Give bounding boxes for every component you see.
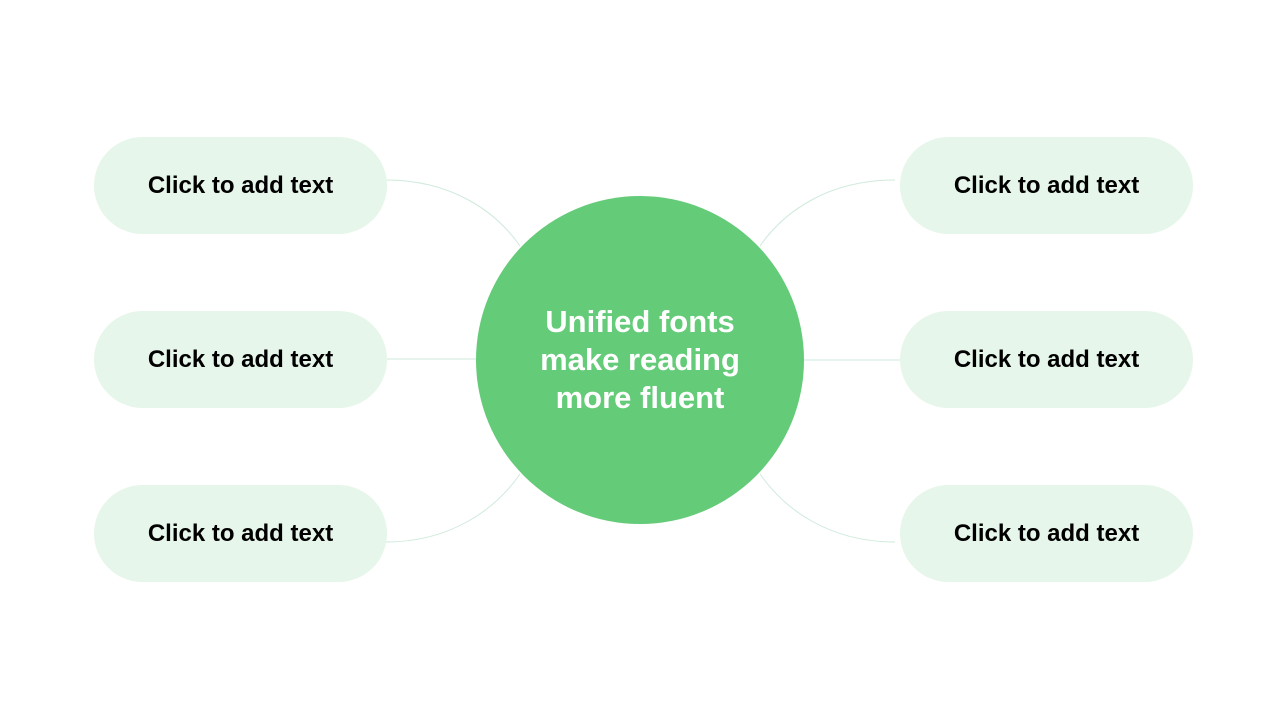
connector-left-bottom xyxy=(385,473,521,543)
right-text-box-2-label: Click to add text xyxy=(953,345,1140,373)
left-text-box-1-label: Click to add text xyxy=(147,171,334,199)
connector-right-bottom xyxy=(759,473,896,543)
left-text-box-2[interactable]: Click to add text xyxy=(94,311,387,408)
right-text-box-1-label: Click to add text xyxy=(953,171,1140,199)
connector-left-top xyxy=(385,179,521,247)
left-text-box-2-label: Click to add text xyxy=(147,345,334,373)
center-topic-circle[interactable]: Unified fonts make reading more fluent xyxy=(476,196,804,524)
left-text-box-1[interactable]: Click to add text xyxy=(94,137,387,234)
left-text-box-3[interactable]: Click to add text xyxy=(94,485,387,582)
connector-right-top xyxy=(759,179,896,247)
right-text-box-2[interactable]: Click to add text xyxy=(900,311,1193,408)
right-text-box-3[interactable]: Click to add text xyxy=(900,485,1193,582)
center-topic-text: Unified fonts make reading more fluent xyxy=(540,304,740,415)
right-text-box-3-label: Click to add text xyxy=(953,519,1140,547)
right-text-box-1[interactable]: Click to add text xyxy=(900,137,1193,234)
left-text-box-3-label: Click to add text xyxy=(147,519,334,547)
